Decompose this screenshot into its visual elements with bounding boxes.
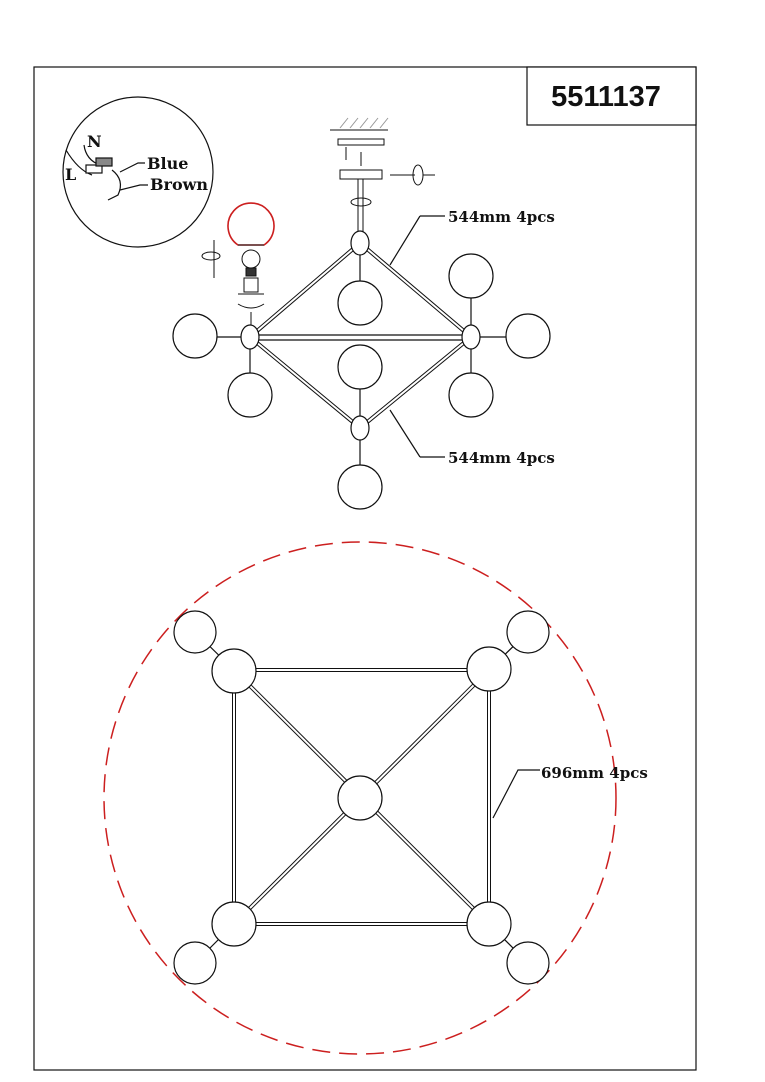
globe: [466, 646, 512, 692]
brown-wire-label: Brown: [150, 175, 208, 194]
globe: [466, 901, 512, 947]
globe: [211, 648, 257, 694]
center-globe: [337, 775, 383, 821]
globe: [337, 280, 383, 326]
globe: [448, 253, 494, 299]
diameter-outline: [103, 541, 617, 1055]
top-view-fixture: 696mm 4pcs: [103, 541, 648, 1055]
side-view-fixture: 544mm 4pcs 544mm 4pcs: [172, 208, 555, 510]
blue-wire-label: Blue: [147, 154, 188, 173]
globe: [506, 610, 550, 654]
bulb-detail: [201, 202, 275, 330]
globe: [211, 901, 257, 947]
neutral-label: N: [87, 132, 102, 151]
globe: [173, 941, 217, 985]
ceiling-mount: [330, 117, 435, 232]
globe: [337, 344, 383, 390]
glass-shade-highlight: [227, 202, 275, 246]
model-number: 5511137: [551, 81, 661, 113]
live-label: L: [65, 165, 76, 184]
globe: [227, 372, 273, 418]
page-border: [33, 66, 697, 1071]
wiring-detail: N L Blue Brown: [62, 96, 214, 248]
globe: [173, 610, 217, 654]
globe: [337, 464, 383, 510]
upper-rod-dimension: 544mm 4pcs: [448, 208, 555, 226]
model-number-box: 5511137: [526, 66, 697, 126]
globe: [505, 313, 551, 359]
globe: [448, 372, 494, 418]
frame-rod-dimension: 696mm 4pcs: [541, 764, 648, 782]
globe: [172, 313, 218, 359]
lower-rod-dimension: 544mm 4pcs: [448, 449, 555, 467]
globe: [506, 941, 550, 985]
